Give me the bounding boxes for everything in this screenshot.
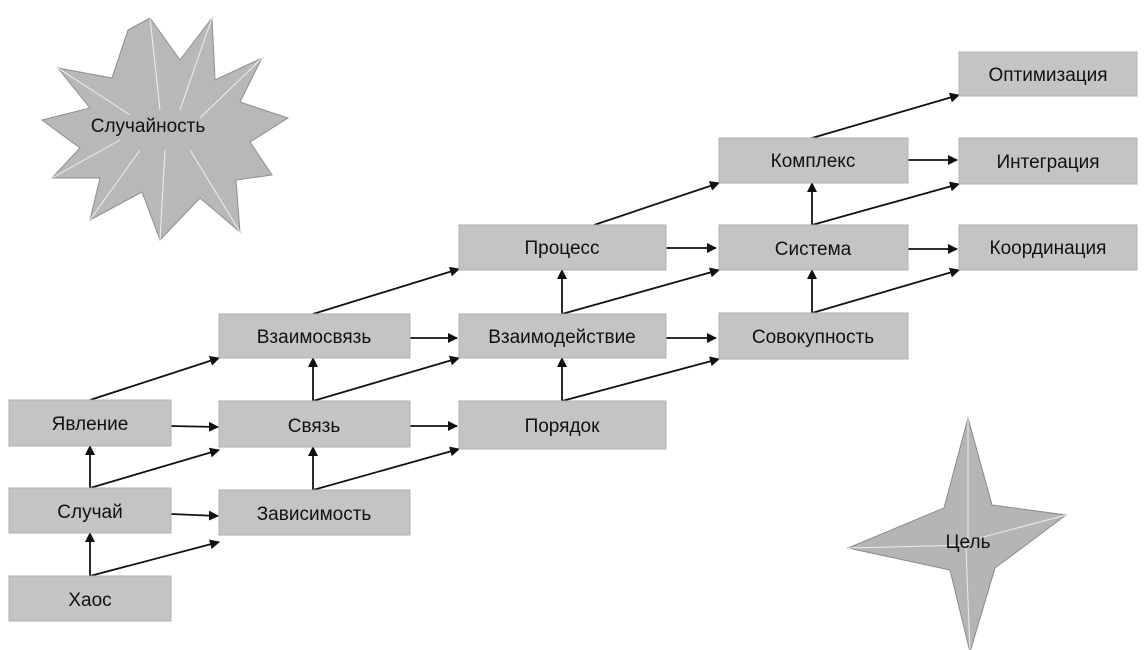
node-koordinaciya: Координация: [958, 224, 1138, 271]
arrow-process-to-kompleks: [593, 181, 720, 226]
node-sovokupnost: Совокупность: [718, 312, 909, 360]
node-vzaimodeistvie-label: Взаимодействие: [488, 327, 636, 348]
node-yavlenie: Явление: [8, 399, 172, 447]
node-sistema-label: Система: [775, 239, 852, 260]
node-integraciya: Интеграция: [958, 137, 1138, 185]
node-vzaimosvyaz: Взаимосвязь: [218, 313, 411, 359]
node-svyaz: Связь: [218, 400, 411, 448]
nodes-layer: Хаос Случай Явление Зависимость Связь Вз…: [8, 51, 1138, 622]
node-koordinaciya-label: Координация: [990, 238, 1107, 259]
node-vzaimosvyaz-label: Взаимосвязь: [257, 327, 372, 348]
node-process-label: Процесс: [524, 238, 599, 259]
node-poryadok-label: Порядок: [525, 416, 601, 437]
node-poryadok: Порядок: [458, 400, 667, 450]
randomness-star-label: Случайность: [91, 116, 206, 137]
arrow-haos-to-zavisimost: [89, 539, 220, 577]
node-yavlenie-label: Явление: [52, 414, 129, 435]
goal-cross-shape: Цель: [846, 416, 1068, 650]
node-sistema: Система: [718, 224, 909, 271]
node-sluchai-label: Случай: [57, 502, 122, 523]
arrow-kompleks-to-optimizaciya: [811, 92, 960, 139]
arrow-sluchai-to-zavisimost: [170, 510, 219, 521]
node-sluchai: Случай: [8, 487, 172, 534]
randomness-star-shape: Случайность: [40, 16, 290, 241]
arrow-zavisimost-to-poryadok: [312, 446, 460, 491]
node-optimizaciya-label: Оптимизация: [988, 65, 1107, 86]
node-sovokupnost-label: Совокупность: [752, 327, 874, 348]
node-zavisimost-label: Зависимость: [257, 504, 372, 525]
arrow-sistema-to-integraciya: [811, 181, 960, 226]
arrow-poryadok-to-sovokupnost: [561, 356, 720, 402]
arrow-sovokupnost-to-koordinaciya: [811, 267, 960, 314]
node-integraciya-label: Интеграция: [996, 152, 1099, 173]
arrow-svyaz-to-vzaimodeistvie: [312, 355, 460, 402]
node-haos-label: Хаос: [68, 590, 111, 611]
node-haos: Хаос: [8, 575, 172, 622]
node-optimizaciya: Оптимизация: [958, 51, 1138, 97]
arrow-yavlenie-to-svyaz: [170, 421, 219, 432]
goal-cross-label: Цель: [946, 532, 991, 553]
node-kompleks: Комплекс: [718, 137, 909, 184]
node-vzaimodeistvie: Взаимодействие: [458, 313, 667, 359]
arrow-vzaimodeistvie-to-sistema: [561, 267, 720, 315]
arrows-layer: [85, 92, 960, 577]
node-zavisimost: Зависимость: [218, 489, 411, 536]
node-svyaz-label: Связь: [288, 416, 341, 437]
arrow-sluchai-to-svyaz: [89, 447, 220, 489]
arrow-vzaimosvyaz-to-process: [312, 266, 460, 315]
node-kompleks-label: Комплекс: [771, 151, 856, 172]
arrow-yavlenie-to-vzaimosvyaz: [89, 356, 220, 401]
node-process: Процесс: [458, 224, 667, 271]
